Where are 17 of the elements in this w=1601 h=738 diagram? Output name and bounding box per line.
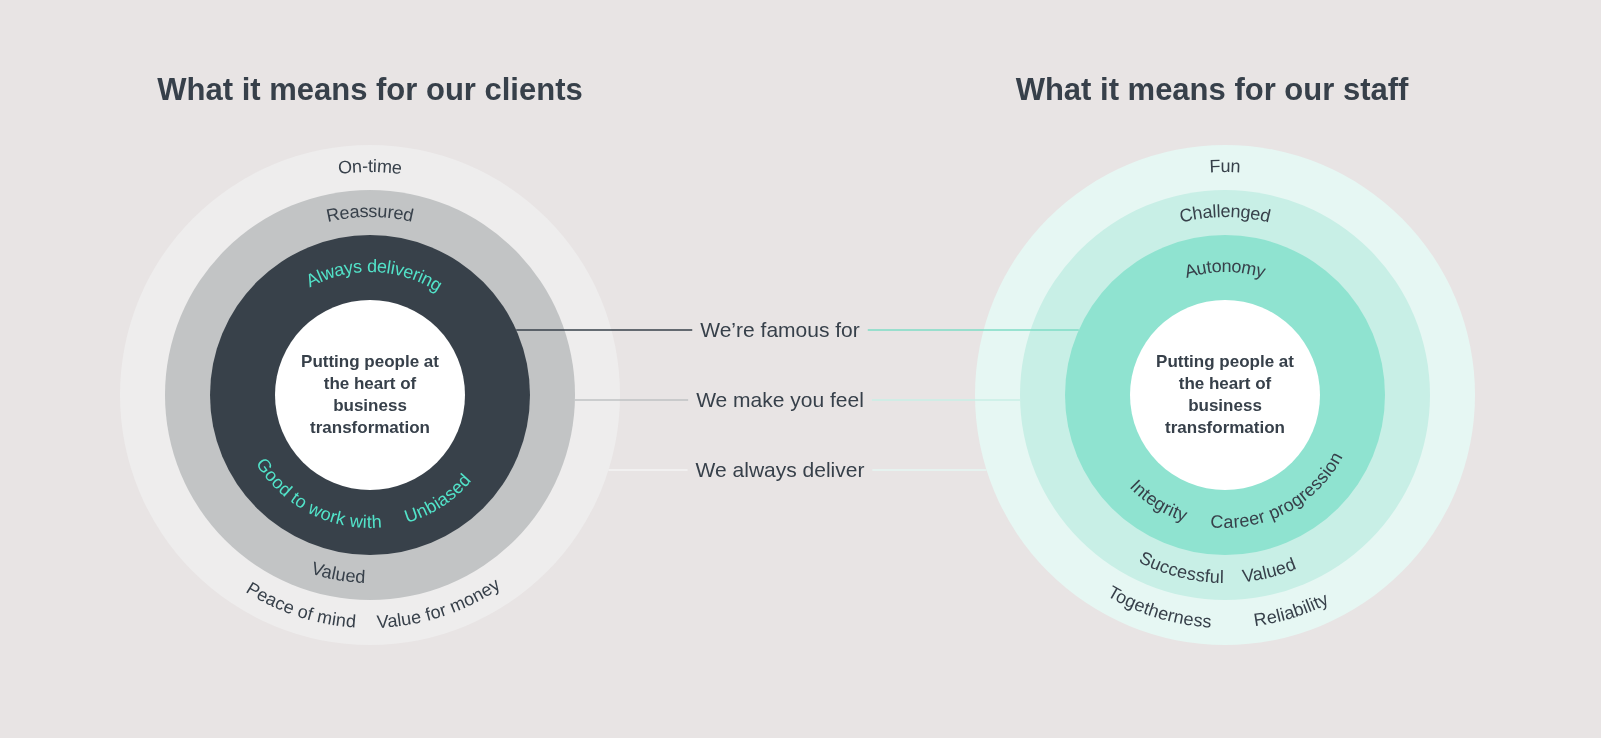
heading: What it means for our clients (157, 72, 583, 108)
heading: What it means for our staff (1015, 72, 1409, 108)
callout-label: We’re famous for (700, 318, 860, 342)
leader-line (574, 399, 689, 401)
ring-label: Reassured (324, 200, 416, 226)
ring-label: Challenged (1177, 200, 1273, 227)
ring-label: On-time (336, 155, 404, 178)
leader-line (515, 329, 694, 331)
ring-label: Autonomy (1182, 255, 1268, 282)
ring-label: Fun (1209, 155, 1241, 177)
ring-label: Valued (1241, 553, 1299, 586)
center-text: Putting people at the heart of business transformation (1155, 351, 1295, 439)
center-text: Putting people at the heart of business transformation (300, 351, 440, 439)
ring-label: Valued (309, 557, 366, 587)
callout-label: We make you feel (696, 388, 864, 412)
callout-label: We always deliver (695, 458, 865, 482)
leader-line (866, 329, 1080, 331)
